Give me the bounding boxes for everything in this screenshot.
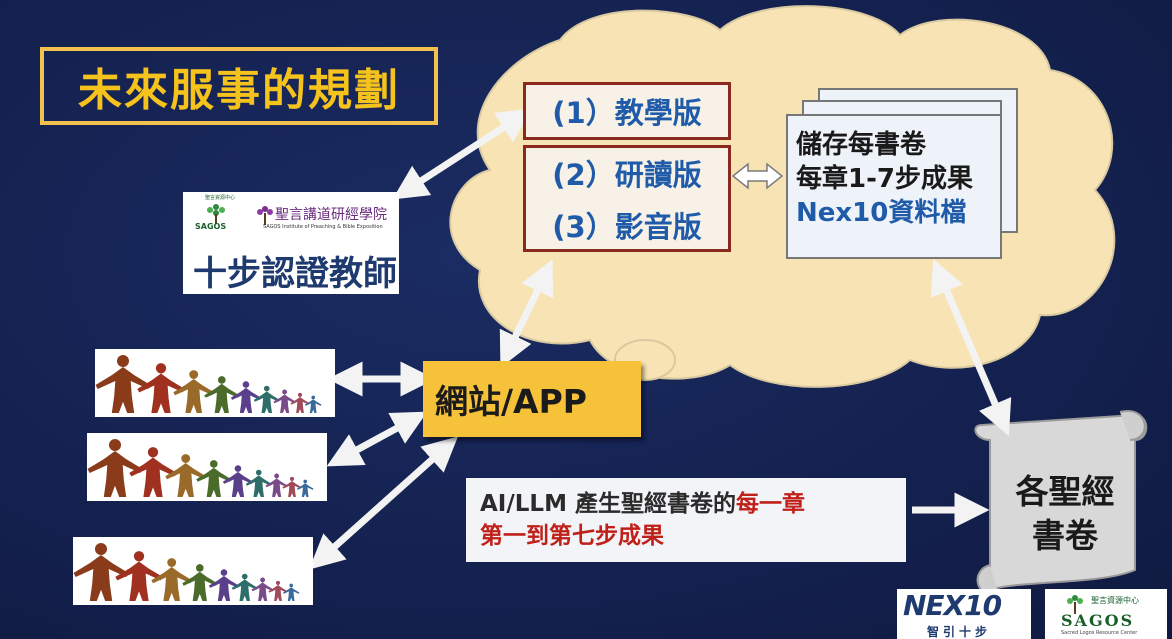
page-title: 未來服事的規劃 bbox=[78, 65, 400, 116]
arrow-people2-to-app bbox=[326, 411, 428, 467]
person-figure bbox=[73, 543, 129, 601]
arrow-versions-to-app bbox=[499, 259, 554, 368]
person-figure bbox=[251, 577, 274, 601]
person-figure bbox=[222, 465, 253, 497]
bible-books-scroll-text: 各聖經 書卷 bbox=[1005, 470, 1125, 558]
ai-note-line-2: 第一到第七步成果 bbox=[480, 523, 664, 549]
institute-name: 聖言講道研經學院 bbox=[275, 207, 387, 223]
sagos-tree-icon bbox=[1063, 592, 1087, 616]
person-figure bbox=[204, 376, 240, 413]
sagos-tree-logo-small bbox=[197, 198, 235, 236]
person-figure bbox=[173, 370, 215, 413]
sagos-chinese-name: 聖言資源中心 bbox=[1091, 596, 1139, 605]
nex10-logo: NEX10 智引十步 bbox=[897, 589, 1031, 639]
person-figure bbox=[245, 469, 272, 497]
website-app-box: 網站/APP bbox=[423, 361, 641, 437]
people-group-1 bbox=[95, 349, 335, 417]
person-figure bbox=[95, 355, 151, 413]
teaching-version-box: (1）教學版 bbox=[523, 82, 731, 140]
arrow-cert-to-teaching bbox=[392, 108, 533, 200]
nex10-logo-text: NEX10 bbox=[903, 589, 1002, 622]
ai-note-highlight: 每一章 bbox=[735, 491, 805, 517]
person-figure bbox=[137, 363, 185, 413]
certified-teacher-title: 十步認證教師 bbox=[193, 254, 397, 294]
nex10-logo-subtitle: 智引十步 bbox=[927, 625, 992, 639]
storage-document: 儲存每書卷 每章1-7步成果 Nex10資料檔 bbox=[786, 114, 1002, 259]
institute-english-name: SAGOS Institute of Preaching & Bible Exp… bbox=[263, 224, 383, 230]
ai-note-plain: AI/LLM 產生聖經書卷的 bbox=[480, 491, 736, 517]
connector-arrows bbox=[308, 108, 1012, 570]
ai-note-line-1: AI/LLM 產生聖經書卷的每一章 bbox=[480, 488, 892, 520]
person-figure bbox=[282, 476, 302, 497]
teaching-version-label: (1）教學版 bbox=[552, 96, 702, 130]
arrow-storage-to-scroll bbox=[930, 258, 1012, 437]
person-figure bbox=[208, 569, 239, 601]
scroll-line-1: 各聖經 bbox=[1015, 472, 1115, 511]
sagos-small-label: SAGOS bbox=[195, 222, 227, 231]
media-version-label: (3）影音版 bbox=[552, 209, 702, 244]
person-figure bbox=[115, 551, 163, 601]
institute-tree-logo bbox=[251, 202, 279, 230]
storage-line-2: 每章1-7步成果 bbox=[796, 164, 973, 194]
person-figure bbox=[231, 573, 258, 601]
website-app-label: 網站/APP bbox=[435, 382, 587, 421]
study-media-version-box: (2）研讀版 (3）影音版 bbox=[523, 145, 731, 252]
person-figure bbox=[196, 460, 232, 497]
sagos-subtitle: Sacred Logos Resource Center bbox=[1061, 630, 1138, 636]
person-figure bbox=[282, 583, 300, 601]
arrow-versions-to-storage bbox=[731, 162, 784, 190]
people-group-3 bbox=[73, 537, 313, 605]
certified-teacher-card: SAGOS 聖言資源中心 聖言講道研經學院 SAGOS Institute of… bbox=[183, 192, 399, 294]
scroll-shape bbox=[974, 410, 1148, 595]
storage-line-1: 儲存每書卷 bbox=[796, 130, 927, 160]
person-figure bbox=[268, 580, 288, 601]
title-frame: 未來服事的規劃 bbox=[40, 47, 438, 125]
sagos-logo: 聖言資源中心 SAGOS Sacred Logos Resource Cente… bbox=[1045, 589, 1167, 639]
person-figure bbox=[87, 439, 143, 497]
sagos-name: SAGOS bbox=[1061, 611, 1135, 630]
person-figure bbox=[253, 385, 280, 413]
ai-generation-note: AI/LLM 產生聖經書卷的每一章 第一到第七步成果 bbox=[466, 478, 906, 562]
person-figure bbox=[129, 447, 177, 497]
people-group-2 bbox=[87, 433, 327, 501]
person-figure bbox=[230, 381, 261, 413]
study-version-label: (2）研讀版 bbox=[552, 157, 702, 192]
person-figure bbox=[182, 564, 218, 601]
person-figure bbox=[296, 479, 314, 497]
person-figure bbox=[273, 389, 296, 413]
storage-line-3: Nex10資料檔 bbox=[796, 198, 967, 228]
person-figure bbox=[265, 473, 288, 497]
sagos-small-cn: 聖言資源中心 bbox=[205, 195, 236, 201]
person-figure bbox=[165, 454, 207, 497]
scroll-line-2: 書卷 bbox=[1032, 516, 1098, 555]
person-figure bbox=[304, 395, 322, 413]
person-figure bbox=[151, 558, 193, 601]
person-figure bbox=[290, 392, 310, 413]
arrow-people3-to-app bbox=[308, 436, 459, 570]
